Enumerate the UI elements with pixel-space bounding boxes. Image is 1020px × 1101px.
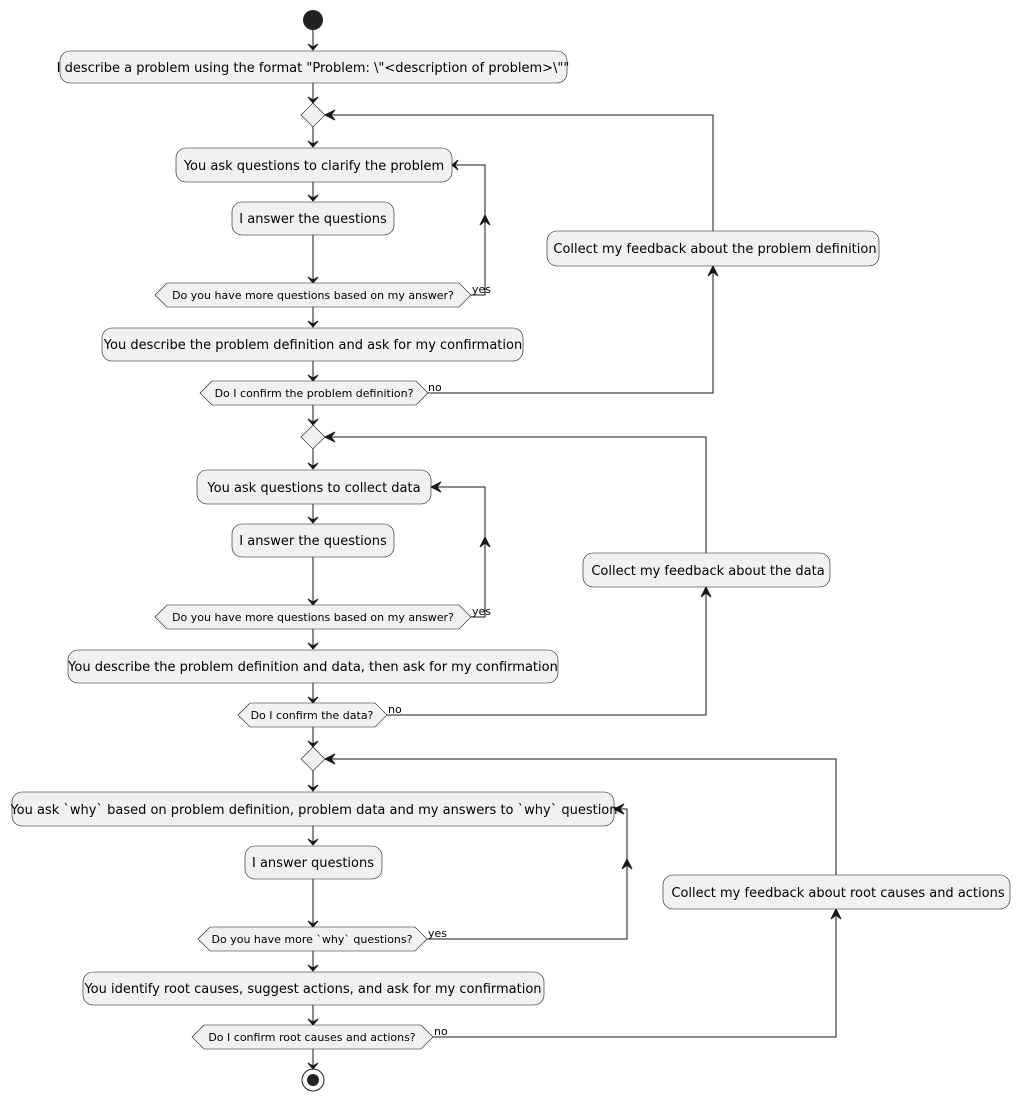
activity-feedback-definition-label: Collect my feedback about the problem de… <box>553 242 876 257</box>
activity-identify-root-causes-label: You identify root causes, suggest action… <box>83 982 541 997</box>
decision-confirm-root-causes: Do I confirm root causes and actions? <box>191 1024 434 1050</box>
decision-more-questions-2-label: Do you have more questions based on my a… <box>172 611 454 624</box>
activity-ask-collect-data: You ask questions to collect data <box>196 469 432 505</box>
merge-diamond-3 <box>300 746 326 772</box>
main-flow-edges <box>307 30 319 1070</box>
merge-diamond-1 <box>300 102 326 128</box>
activity-answer-2: I answer the questions <box>231 523 395 558</box>
activity-ask-clarify: You ask questions to clarify the problem <box>175 147 453 183</box>
loop2-yes-label: yes <box>472 605 491 618</box>
loop1-yes-label: yes <box>472 283 491 296</box>
activity-feedback-root-causes-label: Collect my feedback about root causes an… <box>671 886 1004 901</box>
loop3-yes-label: yes <box>428 927 447 940</box>
activity-describe-definition: You describe the problem definition and … <box>101 327 524 362</box>
loop2-no-label: no <box>388 703 402 716</box>
decision-confirm-definition: Do I confirm the problem definition? <box>199 380 429 406</box>
activity-answer-1: I answer the questions <box>231 201 395 236</box>
decision-more-why-label: Do you have more `why` questions? <box>212 933 413 946</box>
loop1-no-label: no <box>428 381 442 394</box>
decision-more-questions-1: Do you have more questions based on my a… <box>154 282 472 308</box>
merge-diamond-2 <box>300 424 326 450</box>
decision-more-questions-1-label: Do you have more questions based on my a… <box>172 289 454 302</box>
activity-answer-3: I answer questions <box>244 845 383 880</box>
activity-feedback-data-label: Collect my feedback about the data <box>591 564 824 579</box>
activity-describe-data: You describe the problem definition and … <box>67 649 559 684</box>
activity-describe-definition-label: You describe the problem definition and … <box>103 338 522 353</box>
activity-describe-problem-label: I describe a problem using the format "P… <box>57 61 570 76</box>
decision-confirm-data-label: Do I confirm the data? <box>251 709 374 722</box>
activity-identify-root-causes: You identify root causes, suggest action… <box>82 971 545 1006</box>
activity-feedback-data: Collect my feedback about the data <box>582 552 831 588</box>
activity-answer-1-label: I answer the questions <box>239 212 387 227</box>
activity-answer-2-label: I answer the questions <box>239 534 387 549</box>
activity-ask-collect-data-label: You ask questions to collect data <box>206 481 420 496</box>
activity-describe-data-label: You describe the problem definition and … <box>67 660 558 675</box>
activity-describe-problem: I describe a problem using the format "P… <box>57 50 570 84</box>
stop-node <box>301 1068 325 1092</box>
decision-confirm-definition-label: Do I confirm the problem definition? <box>215 387 414 400</box>
decision-more-why: Do you have more `why` questions? <box>197 926 428 952</box>
loop-edges <box>323 109 842 1038</box>
activity-ask-why-label: You ask `why` based on problem definitio… <box>9 803 617 818</box>
decision-more-questions-2: Do you have more questions based on my a… <box>154 604 472 630</box>
activity-ask-why: You ask `why` based on problem definitio… <box>9 791 618 827</box>
activity-feedback-root-causes: Collect my feedback about root causes an… <box>662 874 1011 910</box>
decision-confirm-root-causes-label: Do I confirm root causes and actions? <box>208 1031 415 1044</box>
activity-ask-clarify-label: You ask questions to clarify the problem <box>183 159 444 174</box>
loop3-no-label: no <box>434 1025 448 1038</box>
start-node <box>303 10 323 30</box>
activity-feedback-definition: Collect my feedback about the problem de… <box>546 230 880 267</box>
activity-answer-3-label: I answer questions <box>252 856 374 871</box>
decision-confirm-data: Do I confirm the data? <box>237 702 388 728</box>
